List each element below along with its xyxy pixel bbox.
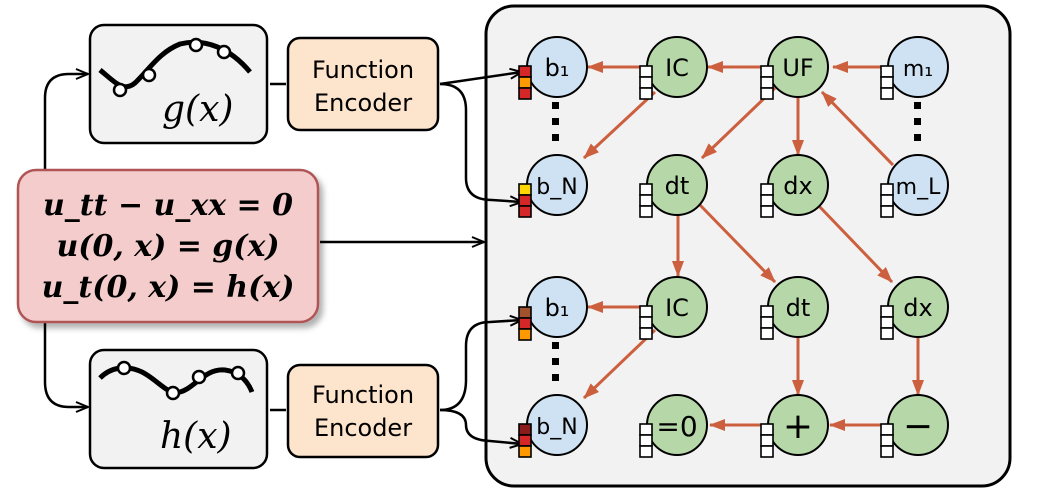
svg-text:Encoder: Encoder [314,89,412,117]
node-eq0: =0 [646,394,708,456]
svg-text:dt: dt [786,294,811,322]
svg-text:dx: dx [903,294,932,322]
feature-stack-b1-upper [518,65,532,100]
svg-text:m₁: m₁ [903,57,933,82]
node-plus: + [767,394,829,456]
svg-text:b₁: b₁ [545,294,570,322]
feature-box-stacks [518,65,894,458]
input-connectors [43,72,522,444]
node-bN-upper: b_N [526,154,588,216]
svg-text:Function: Function [312,56,414,84]
node-bN-lower: b_N [526,394,588,456]
node-dt-lower: dt [767,276,829,338]
node-ic-lower: IC [646,276,708,338]
svg-text:IC: IC [665,294,689,322]
node-dt-upper: dt [646,154,708,216]
h-function-label: h(x) [160,416,232,457]
node-dx-lower: dx [887,276,949,338]
equation-line-1: u_tt − u_xx = 0 [43,188,293,223]
function-encoder-bottom: Function Encoder [286,363,440,459]
svg-text:b_N: b_N [536,415,577,440]
svg-text:m_L: m_L [896,175,941,200]
svg-text:=0: =0 [656,410,697,443]
equation-line-3: u_t(0, x) = h(x) [42,270,295,305]
node-dx-upper: dx [767,154,829,216]
node-mL: m_L [887,154,949,216]
svg-text:IC: IC [665,54,689,82]
svg-text:dt: dt [665,172,690,200]
svg-text:+: + [783,406,813,447]
node-ic-upper: IC [646,36,708,98]
equation-box: u_tt − u_xx = 0 u(0, x) = g(x) u_t(0, x)… [16,168,320,324]
svg-text:dx: dx [783,172,812,200]
node-m1: m₁ [887,36,949,98]
svg-text:b_N: b_N [536,175,577,200]
function-encoder-top: Function Encoder [286,36,440,132]
svg-text:b₁: b₁ [545,54,570,82]
feature-stack-b1-lower [518,306,532,341]
svg-text:Function: Function [312,381,414,409]
svg-text:UF: UF [782,54,813,82]
g-function-box: g(x) [88,23,269,145]
node-b1-lower: b₁ [526,276,588,338]
ellipsis-dots [552,102,921,381]
h-function-box: h(x) [88,348,269,470]
svg-text:Encoder: Encoder [314,414,412,442]
g-function-label: g(x) [162,89,233,130]
feature-stack-bN-lower [518,423,532,458]
equation-line-2: u(0, x) = g(x) [56,229,279,264]
feature-stack-bN-upper [518,183,532,218]
node-b1-upper: b₁ [526,36,588,98]
node-minus: − [887,394,949,456]
node-uf: UF [767,36,829,98]
svg-text:−: − [903,406,933,447]
